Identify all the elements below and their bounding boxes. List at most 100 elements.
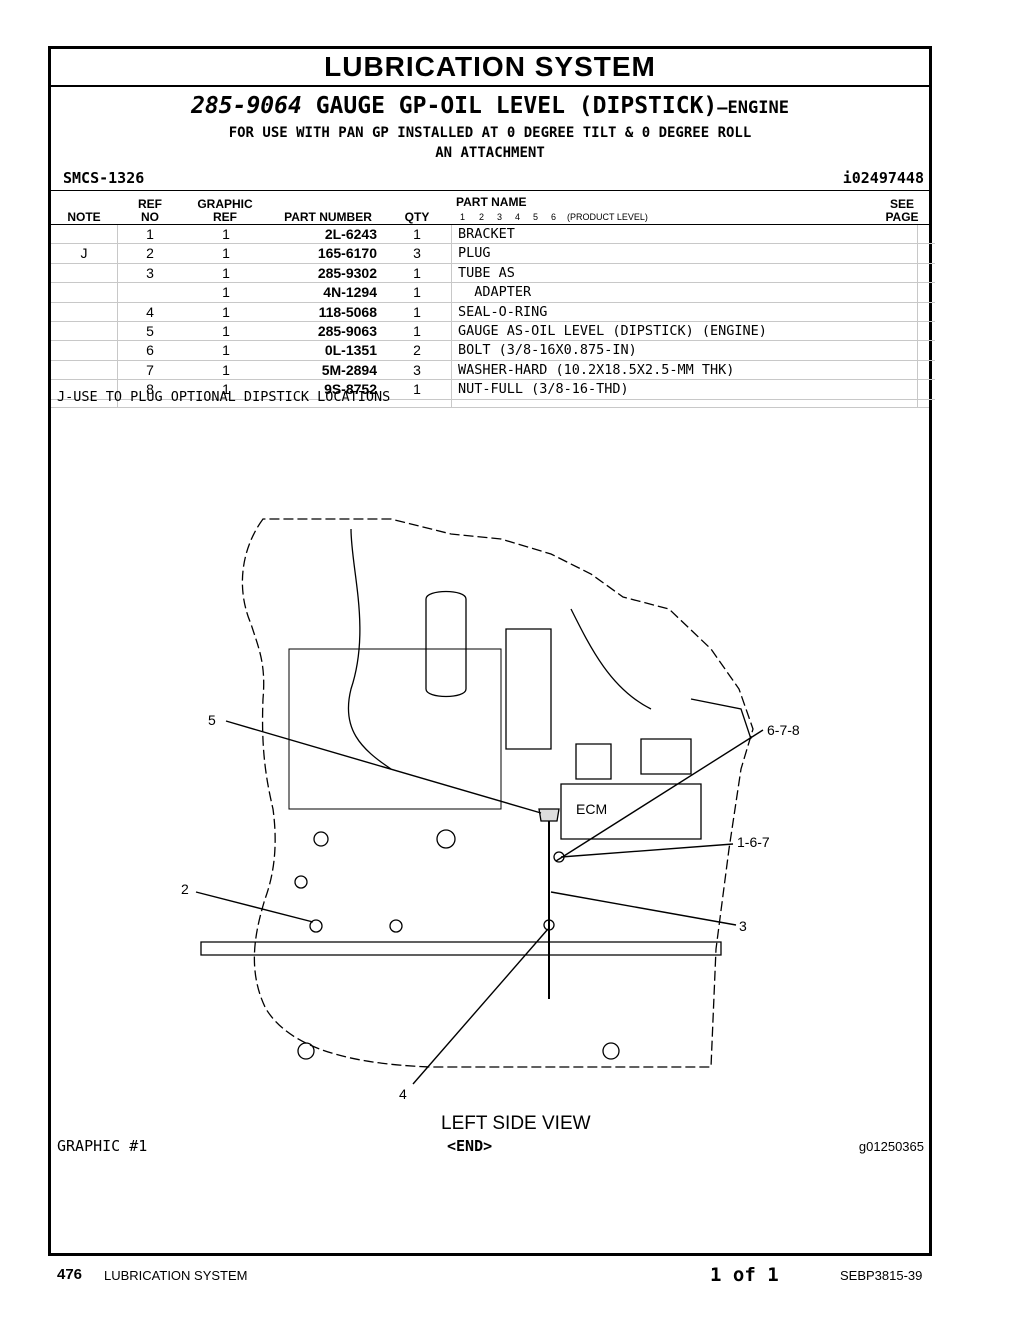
column-divider xyxy=(917,225,918,407)
col-see-top: SEE xyxy=(889,197,914,211)
col-see-bottom: PAGE xyxy=(885,210,919,224)
col-part-name-header: PART NAME xyxy=(456,195,527,209)
graphic-label: GRAPHIC #1 xyxy=(57,1137,148,1155)
cell-part-name: WASHER-HARD (10.2X18.5X2.5-MM THK) xyxy=(458,361,735,378)
callout-4: 4 xyxy=(399,1086,407,1102)
ecm-box xyxy=(560,783,702,840)
callout-3: 3 xyxy=(739,918,747,934)
footer-section: LUBRICATION SYSTEM xyxy=(104,1268,248,1283)
cell-ref: 8 xyxy=(146,381,154,398)
cell-part-number: 118-5068 xyxy=(318,303,377,320)
product-level-3: 3 xyxy=(497,212,503,222)
leader-3 xyxy=(550,891,737,926)
cell-part-name: NUT-FULL (3/8-16-THD) xyxy=(458,381,629,398)
cell-part-number: 165-6170 xyxy=(317,245,377,262)
cell-qty: 1 xyxy=(413,226,421,242)
product-level-1: 1 xyxy=(460,212,466,222)
cell-qty: 3 xyxy=(413,361,421,378)
footnote-j: J-USE TO PLUG OPTIONAL DIPSTICK LOCATION… xyxy=(57,389,391,405)
document-number: SEBP3815-39 xyxy=(840,1268,923,1283)
cell-qty: 1 xyxy=(413,284,421,301)
cell-graphic: 1 xyxy=(222,284,230,301)
cell-qty: 1 xyxy=(413,322,421,339)
ecm-connector-left xyxy=(575,743,612,780)
page-title: LUBRICATION SYSTEM xyxy=(324,51,656,82)
table-row: 4 1 118-5068 1 SEAL-O-RING xyxy=(51,303,935,322)
cell-part-number: 4N-1294 xyxy=(323,284,377,301)
cell-part-name: GAUGE AS-OIL LEVEL (DIPSTICK) (ENGINE) xyxy=(458,322,767,339)
ecm-connector-right xyxy=(640,738,692,775)
cell-qty: 1 xyxy=(413,264,421,281)
page-of: 1 of 1 xyxy=(710,1264,779,1286)
col-ref-top: REF xyxy=(138,197,162,211)
ecm-label: ECM xyxy=(576,801,607,817)
filter-housing xyxy=(505,628,552,750)
callout-1-6-7: 1-6-7 xyxy=(737,834,770,850)
part-group-title: 285-9064 GAUGE GP-OIL LEVEL (DIPSTICK)—E… xyxy=(51,93,929,119)
col-graphic-header: GRAPHIC REF xyxy=(187,198,263,224)
engine-illustration: 5 6-7-8 1-6-7 2 3 4 ECM LEFT SIDE VIEW xyxy=(181,518,800,1134)
col-ref-header: REF NO xyxy=(133,198,167,224)
cell-part-number: 2L-6243 xyxy=(324,226,377,242)
leader-167 xyxy=(560,843,734,858)
oil-pan-rail xyxy=(200,941,722,956)
pipe-right xyxy=(690,698,752,740)
cell-graphic: 1 xyxy=(222,245,230,262)
cell-part-name: PLUG xyxy=(458,245,491,262)
cell-ref: 1 xyxy=(146,226,154,242)
col-part-number-header: PART NUMBER xyxy=(284,210,372,224)
cell-part-number: 0L-1351 xyxy=(324,342,377,359)
cell-part-name: BRACKET xyxy=(458,226,515,242)
end-marker: <END> xyxy=(447,1137,493,1155)
fuel-filter xyxy=(425,590,467,698)
hose-2 xyxy=(570,608,652,710)
cell-ref: 5 xyxy=(146,322,154,339)
leader-678 xyxy=(555,729,764,862)
usage-line-1: FOR USE WITH PAN GP INSTALLED AT 0 DEGRE… xyxy=(228,125,752,141)
title-band: LUBRICATION SYSTEM xyxy=(51,49,929,87)
view-label: LEFT SIDE VIEW xyxy=(441,1113,591,1134)
product-level-label: (PRODUCT LEVEL) xyxy=(567,212,648,222)
cell-ref: 6 xyxy=(146,342,154,359)
table-row: 8 1 9S-8752 1 NUT-FULL (3/8-16-THD) xyxy=(51,380,935,400)
group-part-name: GAUGE GP-OIL LEVEL (DIPSTICK) xyxy=(315,93,718,119)
cell-part-name: TUBE AS xyxy=(458,264,515,281)
engine-outline xyxy=(241,518,754,1068)
cell-part-number: 5M-2894 xyxy=(321,361,377,378)
col-ref-bottom: NO xyxy=(141,210,159,224)
drain-plug-2 xyxy=(602,1042,620,1060)
footnote-rule xyxy=(51,407,929,408)
dipstick-handle xyxy=(538,808,560,822)
smcs-code: SMCS-1326 xyxy=(63,169,145,187)
parts-table: 1 1 2L-6243 1 BRACKET J 2 1 165-6170 3 P… xyxy=(51,225,935,400)
callout-5: 5 xyxy=(208,712,216,728)
product-level-4: 4 xyxy=(515,212,521,222)
leader-4 xyxy=(412,928,549,1085)
cell-qty: 1 xyxy=(413,303,421,320)
cell-qty: 1 xyxy=(413,381,421,398)
sensor-2 xyxy=(436,829,456,849)
table-row: 7 1 5M-2894 3 WASHER-HARD (10.2X18.5X2.5… xyxy=(51,361,935,381)
cell-part-name: BOLT (3/8-16X0.875-IN) xyxy=(458,342,637,359)
table-row: 1 4N-1294 1 ADAPTER xyxy=(51,283,935,303)
cell-graphic: 1 xyxy=(222,322,230,339)
cell-qty: 2 xyxy=(413,342,421,359)
cell-graphic: 1 xyxy=(222,381,230,398)
info-id: i02497448 xyxy=(842,169,924,187)
drain-plug xyxy=(297,1042,315,1060)
col-graphic-top: GRAPHIC xyxy=(197,197,253,211)
cell-graphic: 1 xyxy=(222,361,230,378)
page-number: 476 xyxy=(57,1266,83,1283)
leader-5 xyxy=(225,720,542,814)
group-part-suffix: —ENGINE xyxy=(717,98,789,118)
callout-6-7-8: 6-7-8 xyxy=(767,722,800,738)
cell-ref: 2 xyxy=(146,245,154,262)
cell-graphic: 1 xyxy=(222,303,230,320)
graphic-number: g01250365 xyxy=(858,1139,924,1154)
plug-mid xyxy=(389,919,403,933)
leader-2 xyxy=(195,891,314,923)
cell-graphic: 1 xyxy=(222,342,230,359)
cell-part-number: 285-9302 xyxy=(317,264,377,281)
cell-note: J xyxy=(80,245,88,262)
cell-ref: 3 xyxy=(146,264,154,281)
